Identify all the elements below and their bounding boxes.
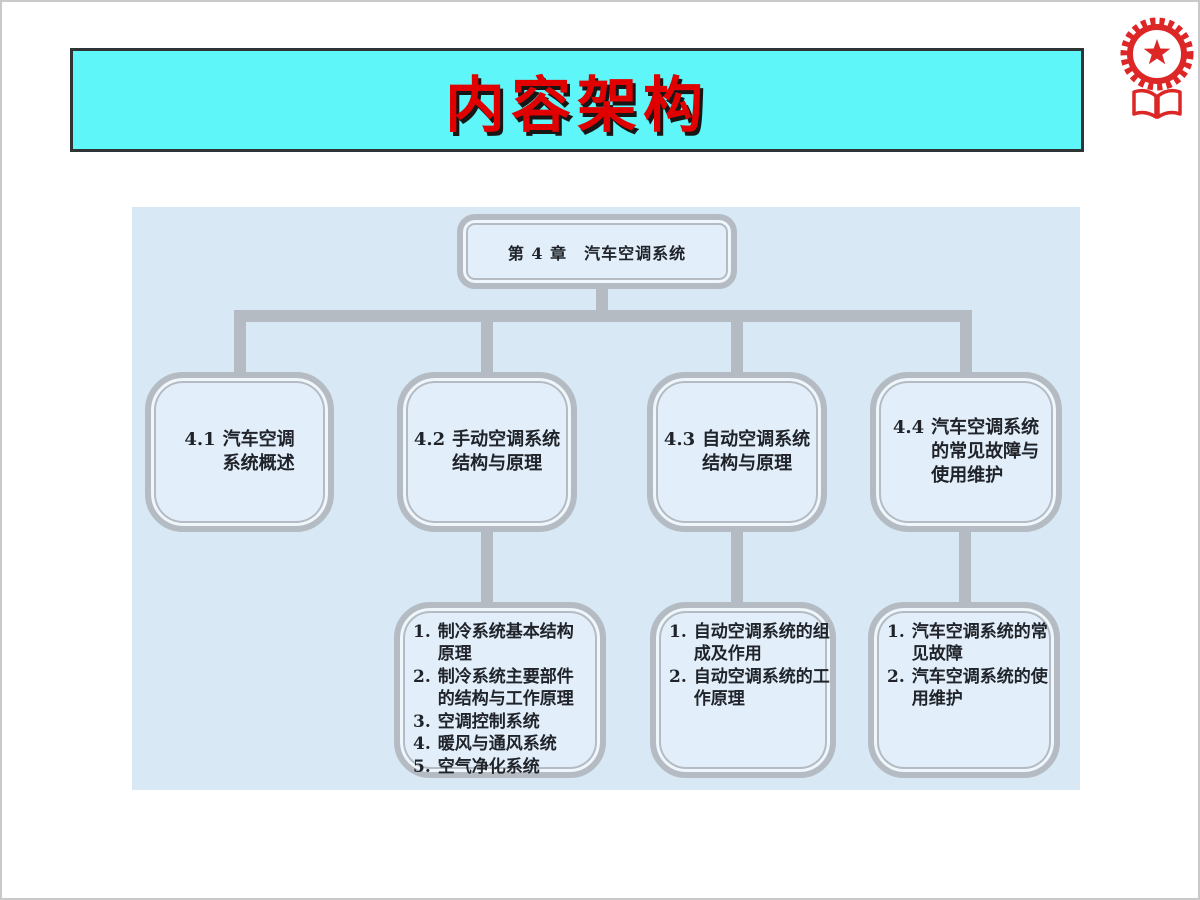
list-item: 3. 空调控制系统 bbox=[413, 711, 540, 732]
list-item: 1. 汽车空调系统的常 见故障 bbox=[887, 622, 1048, 665]
connector-stub-44-topics bbox=[959, 527, 971, 607]
open-book-right-icon bbox=[1156, 88, 1182, 119]
connector-drop-43 bbox=[731, 310, 743, 376]
level2-box-43-auto-ac: 4.3 自动空调系统 结构与原理 bbox=[647, 372, 827, 532]
level3-box-43-topics: 1. 自动空调系统的组 成及作用 2. 自动空调系统的工 作原理 bbox=[650, 602, 836, 778]
award-badge-icon bbox=[1120, 17, 1194, 119]
list-item: 2. 汽车空调系统的使 用维护 bbox=[887, 666, 1048, 710]
connector-horizontal-bar bbox=[234, 310, 972, 322]
connector-drop-42 bbox=[481, 310, 493, 376]
level2-box-42-manual-ac: 4.2 手动空调系统 结构与原理 bbox=[397, 372, 577, 532]
list-item: 2. 自动空调系统的工 作原理 bbox=[669, 666, 830, 710]
section-number: 4.1 bbox=[184, 428, 216, 450]
level2-box-41-overview: 4.1 汽车空调 系统概述 bbox=[145, 372, 334, 532]
section-number: 4.3 bbox=[663, 428, 696, 450]
section-number: 4.4 bbox=[892, 416, 925, 438]
connector-stub-42-topics bbox=[481, 527, 493, 607]
list-item: 2. 制冷系统主要部件 的结构与工作原理 bbox=[413, 666, 574, 710]
connector-drop-44 bbox=[960, 310, 972, 376]
root-chapter-label: 第 4 章 汽车空调系统 bbox=[507, 243, 687, 263]
page-title: 内容架构 bbox=[445, 70, 709, 141]
list-item: 1. 自动空调系统的组 成及作用 bbox=[669, 622, 830, 665]
level2-box-44-faults-maintenance: 4.4 汽车空调系统 的常见故障与 使用维护 bbox=[870, 372, 1062, 532]
connector-drop-41 bbox=[234, 310, 246, 376]
open-book-left-icon bbox=[1132, 88, 1158, 119]
connector-stub-43-topics bbox=[731, 527, 743, 607]
title-banner: 内容架构 bbox=[70, 48, 1084, 152]
list-item: 4. 暖风与通风系统 bbox=[413, 734, 557, 755]
star-icon bbox=[1143, 39, 1171, 65]
section-number: 4.2 bbox=[413, 428, 446, 450]
level3-box-42-topics: 1. 制冷系统基本结构 原理 2. 制冷系统主要部件 的结构与工作原理 3. 空… bbox=[394, 602, 606, 778]
connector-root-stub bbox=[596, 285, 608, 315]
list-item: 1. 制冷系统基本结构 原理 bbox=[413, 622, 574, 665]
list-item: 5. 空气净化系统 bbox=[413, 756, 540, 777]
gear-teeth-icon bbox=[1120, 17, 1194, 91]
root-chapter-node: 第 4 章 汽车空调系统 bbox=[457, 214, 737, 289]
level3-box-44-topics: 1. 汽车空调系统的常 见故障 2. 汽车空调系统的使 用维护 bbox=[868, 602, 1060, 778]
